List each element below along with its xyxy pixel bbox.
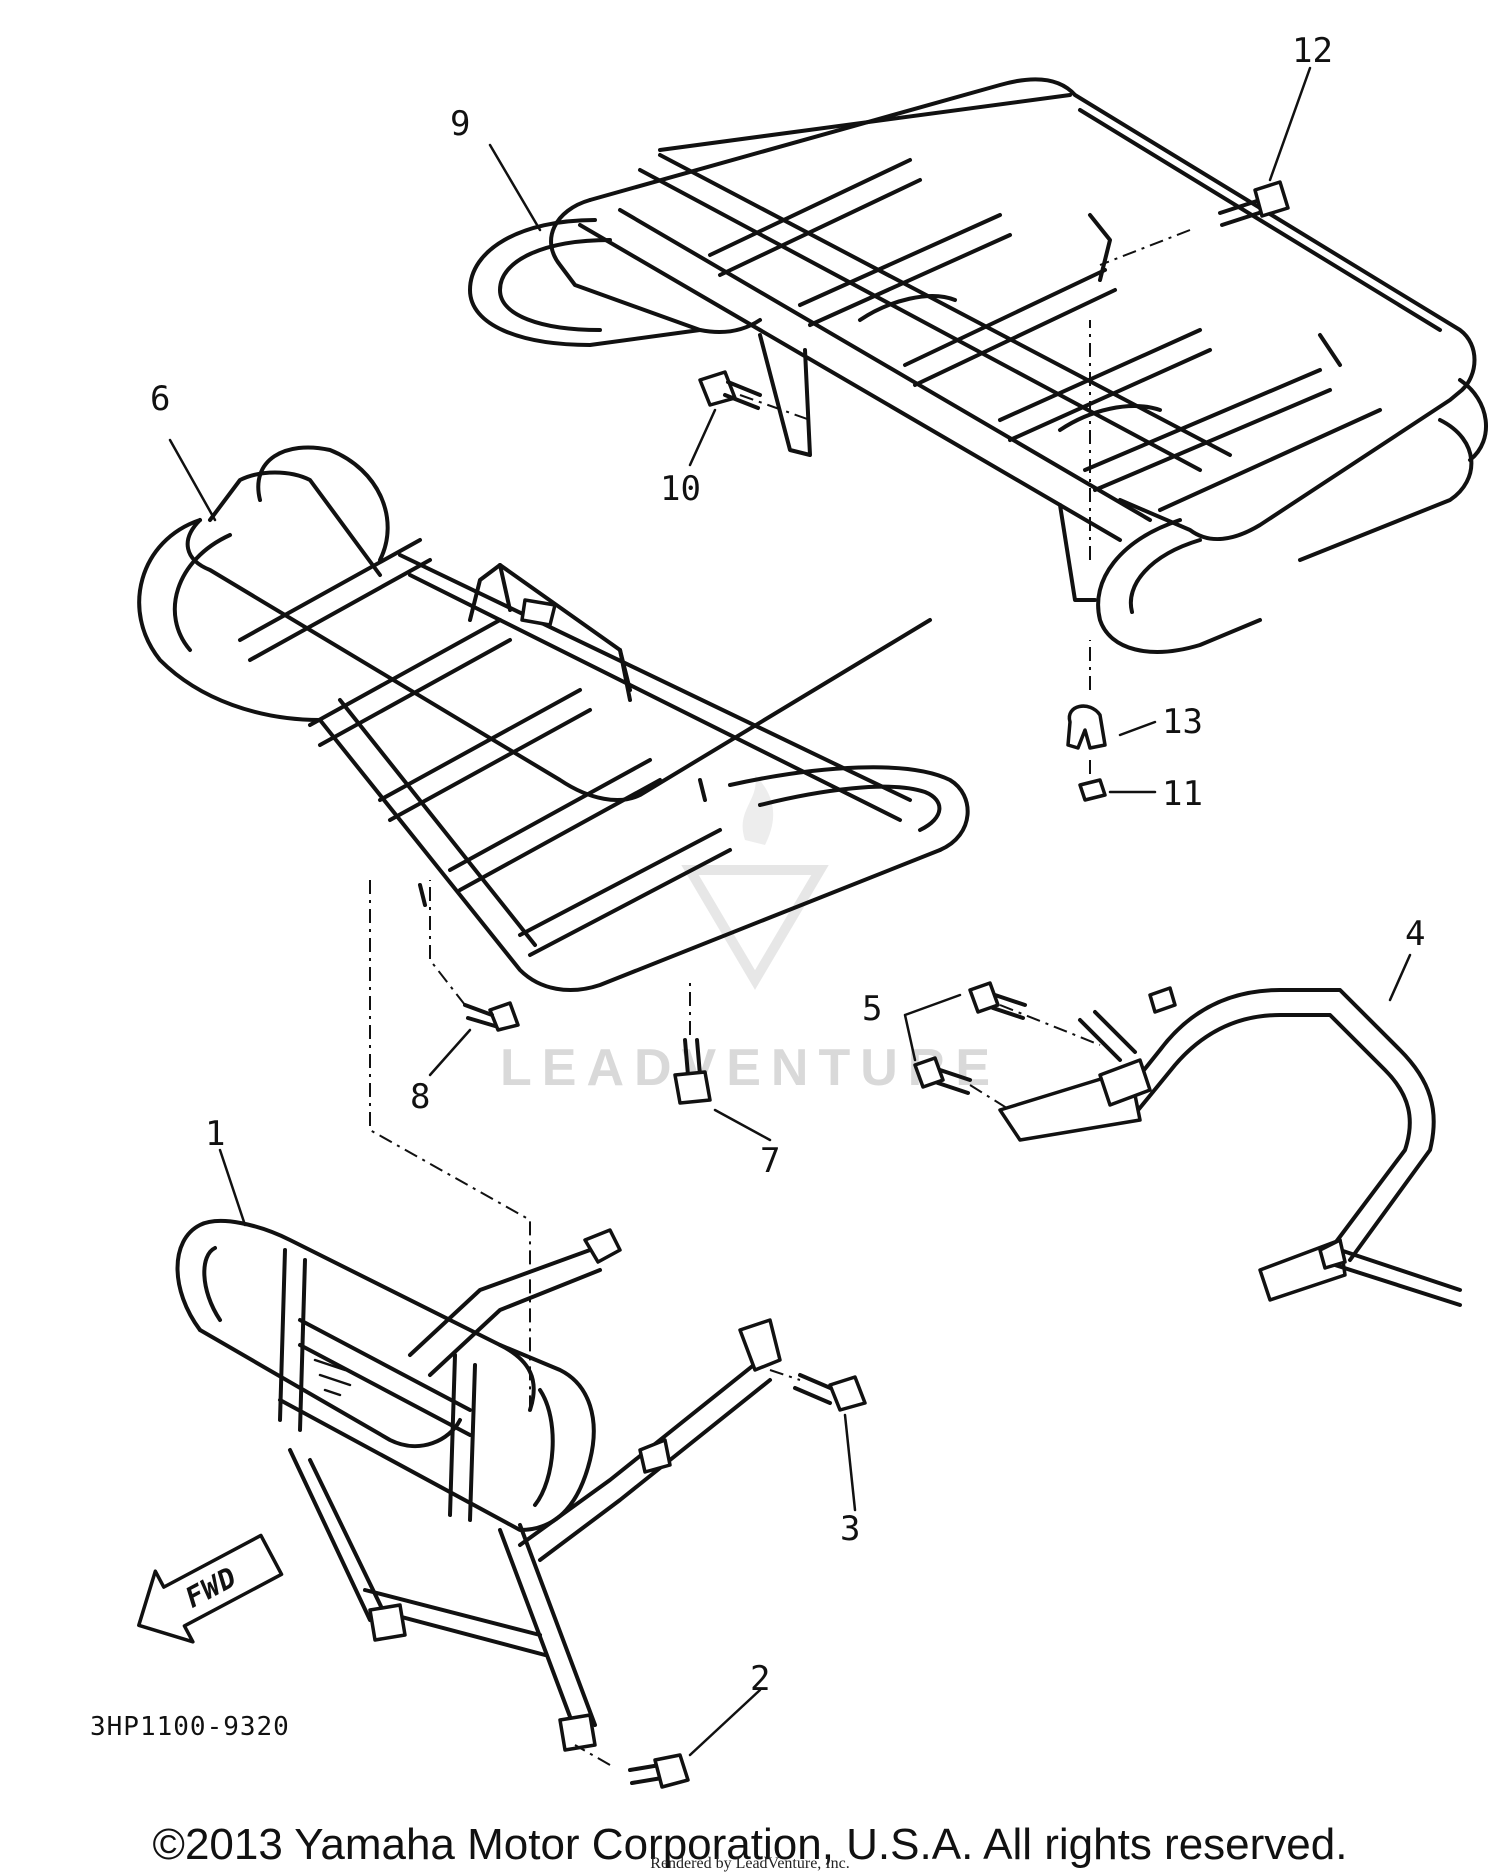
rendered-by-credit: Rendered by LeadVenture, Inc. [650,1855,850,1872]
bolt-part-12 [1218,180,1290,227]
bolt-part-2 [628,1753,690,1789]
callout-11: 11 [1162,774,1203,814]
callout-2: 2 [750,1659,770,1699]
bolt-part-10 [698,370,762,410]
bolt-part-5-lower [913,1056,972,1095]
watermark-logo [681,775,829,990]
callout-8: 8 [410,1077,430,1117]
callout-12: 12 [1292,31,1333,71]
diagram-code: 3HP1100-9320 [90,1712,290,1742]
callout-leaders [168,66,1412,1757]
callout-3: 3 [840,1509,860,1549]
assembly-lines [369,229,1191,1766]
front-guard-part-1 [175,1218,782,1752]
bolt-part-5-upper [968,981,1027,1020]
bolt-part-3 [793,1373,867,1412]
bolt-part-7 [673,1038,712,1105]
rear-guard-part-4 [998,986,1462,1307]
callout-1: 1 [205,1114,225,1154]
rear-carrier-part-9 [468,77,1488,654]
front-carrier-part-6 [137,445,970,992]
callout-13: 13 [1162,702,1203,742]
nut-part-11 [1078,778,1107,802]
callout-4: 4 [1405,914,1425,954]
watermark-text: LEADVENTURE [500,1039,1000,1097]
bolt-part-8 [463,1001,520,1032]
callout-6: 6 [150,379,170,419]
callout-10: 10 [660,469,701,509]
callout-9: 9 [450,104,470,144]
callout-7: 7 [760,1141,780,1181]
copyright-notice: ©2013 Yamaha Motor Corporation, U.S.A. A… [152,1820,1348,1869]
callout-5: 5 [862,989,882,1029]
fwd-arrow-icon: FWD [137,1533,284,1644]
clip-part-13 [1066,704,1107,750]
